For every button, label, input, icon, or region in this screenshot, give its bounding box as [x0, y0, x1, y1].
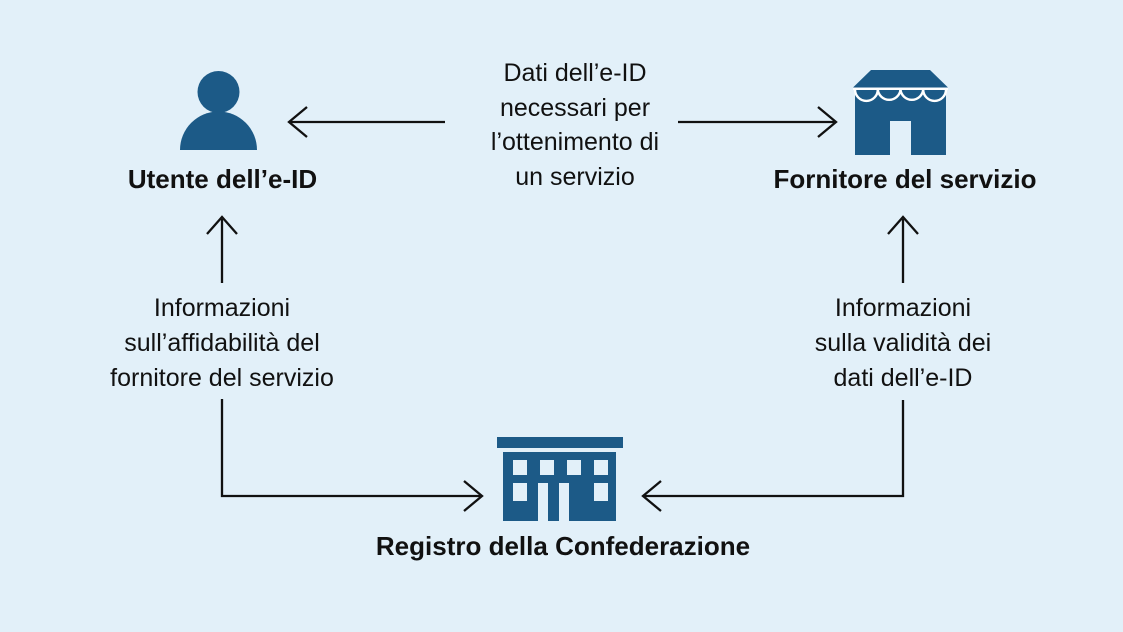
edge-text-line: dati dell’e-ID — [833, 364, 973, 392]
storefront-icon — [853, 70, 948, 155]
arrow-user-to-registry — [220, 399, 484, 512]
arrow-data-to-user — [287, 106, 445, 138]
person-icon — [180, 71, 257, 150]
edge-text-eid-data: Dati dell’e-ID necessari per l’ottenimen… — [445, 56, 705, 194]
arrow-registry-to-user — [206, 215, 238, 283]
government-building-icon — [497, 437, 623, 521]
arrow-data-to-provider — [678, 106, 838, 138]
edge-text-eid-validity: Informazioni sulla validità dei dati del… — [773, 291, 1033, 396]
edge-text-line: Informazioni — [153, 294, 291, 322]
arrow-registry-to-provider — [887, 215, 919, 283]
edge-text-line: Informazioni — [834, 294, 972, 322]
edge-text-line: necessari per — [499, 93, 651, 122]
provider-label: Fornitore del servizio — [773, 164, 1037, 194]
user-label: Utente dell’e-ID — [127, 164, 318, 194]
edge-text-line: sull’affidabilità del — [124, 329, 320, 357]
edge-text-line: Dati dell’e-ID — [503, 59, 647, 87]
registry-label: Registro della Confederazione — [375, 531, 751, 561]
edge-text-line: sulla validità dei — [814, 329, 992, 357]
edge-text-provider-reliability: Informazioni sull’affidabilità del forni… — [92, 291, 352, 396]
edge-text-line: un servizio — [515, 162, 635, 191]
edge-text-line: l’ottenimento di — [490, 128, 660, 156]
arrow-provider-to-registry — [641, 400, 905, 512]
edge-text-line: fornitore del servizio — [110, 364, 334, 392]
